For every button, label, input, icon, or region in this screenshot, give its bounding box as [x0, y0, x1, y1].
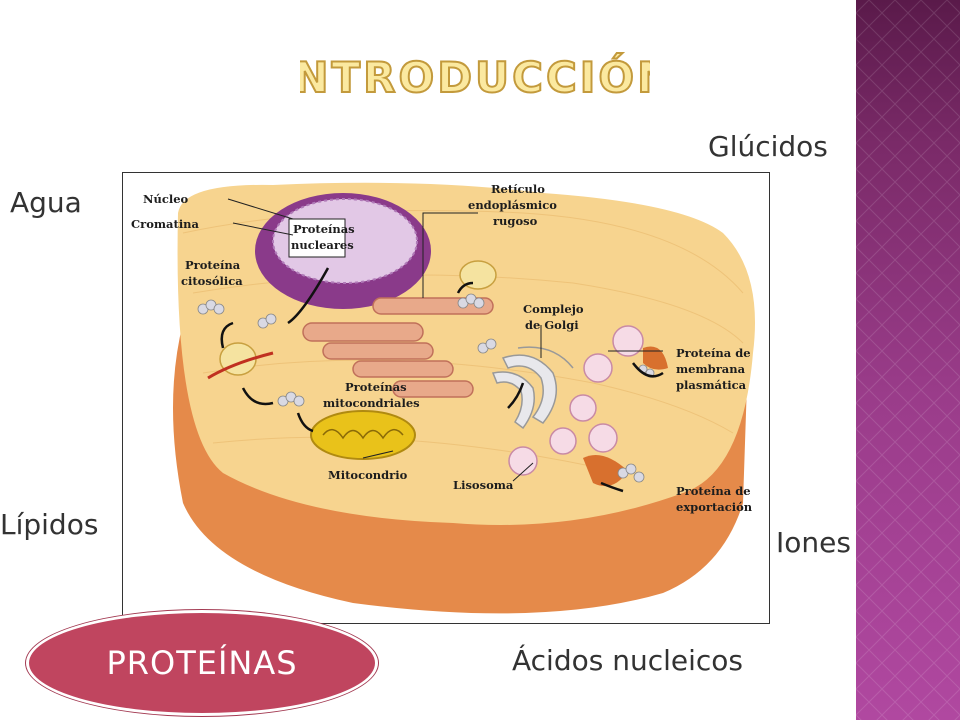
label-prot-membrana-1: Proteína de — [676, 346, 751, 360]
label-prot-mito-1: Proteínas — [345, 380, 407, 394]
label-proteina-citosolica-1: Proteína — [185, 258, 241, 272]
leader-lines — [227, 198, 663, 482]
label-lipidos: Lípidos — [0, 508, 99, 541]
label-proteina-citosolica-2: citosólica — [181, 274, 243, 288]
label-golgi-1: Complejo — [523, 302, 584, 316]
label-lisosoma: Lisosoma — [453, 478, 514, 492]
cell-diagram-panel: Núcleo Cromatina Proteínas nucleares Ret… — [122, 172, 770, 624]
label-iones: Iones — [776, 526, 851, 559]
flow-arrows — [220, 267, 664, 493]
cell-diagram: Núcleo Cromatina Proteínas nucleares Ret… — [131, 182, 755, 614]
golgi-apparatus — [491, 346, 574, 430]
label-cromatina: Cromatina — [131, 217, 200, 231]
label-proteinas-nucleares-1: Proteínas — [293, 222, 355, 236]
label-reticulo-3: rugoso — [493, 214, 538, 228]
side-decoration-band — [856, 0, 960, 720]
membrane-protein-bulge — [643, 346, 668, 370]
endoplasmic-reticulum — [302, 297, 494, 398]
label-reticulo-2: endoplásmico — [468, 198, 557, 212]
proteinas-label: PROTEÍNAS — [106, 644, 298, 682]
label-glucidos: Glúcidos — [708, 130, 828, 163]
page-title: Introducción — [300, 52, 650, 102]
diamond-pattern — [856, 0, 960, 720]
label-mitocondrio: Mitocondrio — [328, 468, 408, 482]
label-proteinas-nucleares-2: nucleares — [291, 238, 354, 252]
proteinas-highlight: PROTEÍNAS — [26, 610, 378, 716]
label-golgi-2: de Golgi — [525, 318, 579, 332]
protein-clusters — [197, 293, 655, 483]
page-title-text: Introducción — [300, 52, 650, 102]
label-agua: Agua — [10, 186, 82, 219]
label-prot-export-2: exportación — [676, 500, 753, 514]
cell-bottom-layer — [173, 323, 748, 614]
vesicles — [508, 325, 644, 476]
export-protein-bulge — [583, 454, 628, 487]
label-acidos-nucleicos: Ácidos nucleicos — [512, 644, 744, 677]
label-prot-mito-2: mitocondriales — [323, 396, 420, 410]
mitochondrion — [310, 410, 416, 460]
label-reticulo-1: Retículo — [491, 182, 545, 196]
label-prot-export-1: Proteína de — [676, 484, 751, 498]
label-prot-membrana-3: plasmática — [676, 378, 747, 392]
label-nucleo: Núcleo — [143, 192, 189, 206]
label-prot-membrana-2: membrana — [676, 362, 746, 376]
